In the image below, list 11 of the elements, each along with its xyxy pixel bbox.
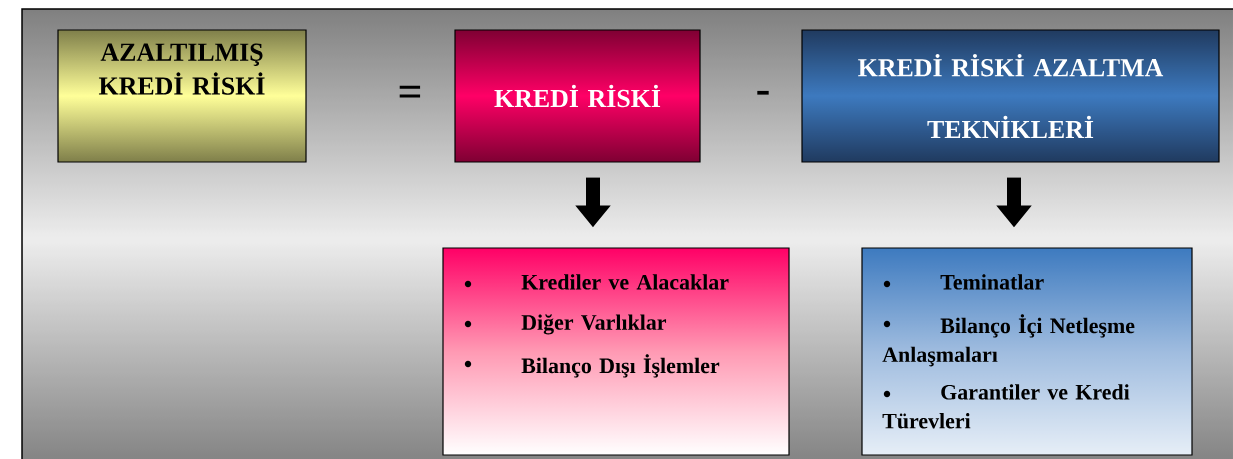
list-item: Garantiler ve Kredi Türevleri: [882, 384, 1130, 429]
list-item: Teminatlar: [883, 274, 1044, 290]
list-item: Bilanço İçi Netleşme Anlaşmaları: [882, 314, 1135, 367]
operator-sign: =: [399, 85, 421, 98]
title-box: KREDİ RİSKİ AZALTMA TEKNİKLERİ: [801, 29, 1220, 163]
title-box: KREDİ RİSKİ: [454, 29, 701, 163]
list-item: Krediler ve Alacaklar: [464, 274, 729, 290]
operator-sign: -: [757, 90, 769, 95]
list-item: Diğer Varlıklar: [464, 314, 667, 335]
title-box: AZALTILMIŞ KREDİ RİSKİ: [57, 29, 307, 163]
list-item: Bilanço Dışı İşlemler: [464, 354, 720, 378]
